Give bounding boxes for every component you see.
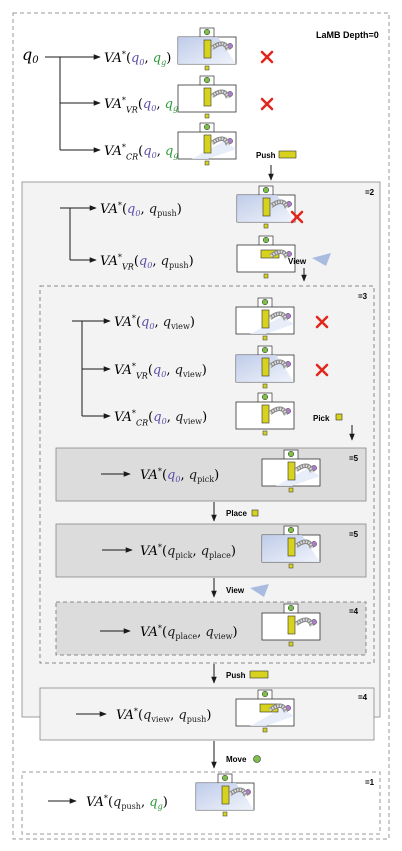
root-row-0: VA*(q0, qg) [104, 50, 171, 67]
depth-label: =4 [349, 607, 359, 616]
action-label: View [226, 586, 245, 595]
scene-thumb [261, 449, 321, 493]
formula-text: VA*(qplace, qview) [140, 624, 238, 641]
push-block-icon [249, 670, 269, 679]
step-box-goal [21, 771, 381, 835]
l3-row-1: VA*VR(q0, qview) [114, 362, 207, 380]
scene-thumb [235, 297, 295, 341]
l3-row-2: VA*CR(q0, qview) [114, 409, 207, 427]
depth-label: =2 [365, 188, 375, 197]
formula-text: VA*CR(q0, qg) [104, 143, 184, 161]
scene-thumb [235, 392, 295, 436]
step-row: VA*(q0, qpick) [140, 467, 219, 484]
cross-icon [315, 315, 329, 329]
q0-label: q0 [22, 45, 39, 66]
depth-label: =1 [365, 778, 375, 787]
scene-thumb [236, 185, 296, 229]
scene-thumb [177, 122, 237, 166]
step-row: VA*(qview, qpush) [116, 707, 211, 724]
pick-cube-icon [335, 413, 343, 421]
step-row: VA*(qplace, qview) [140, 624, 238, 641]
formula-text: VA*(qpick, qplace) [140, 543, 236, 560]
formula-text: VA*VR(q0, qg) [104, 96, 183, 114]
level3: VA*(q0, qview) VA*VR(q0, qview) VA*CR(q0… [55, 297, 367, 656]
level2: VA*(q0, qpush) VA*VR(q0, qpush) View [60, 185, 331, 282]
root-level: q0 VA*(q0, qg) VA*VR(q0, qg) VA*CR(q0, q… [22, 27, 297, 181]
formula-text: VA*CR(q0, qview) [114, 409, 207, 427]
depth-label: =3 [358, 292, 368, 301]
formula-text: VA*(q0, qpick) [140, 467, 219, 484]
root-row-2: VA*CR(q0, qg) [104, 143, 184, 161]
action-label: Pick [313, 414, 330, 423]
action-label: Push [256, 151, 276, 160]
depth-label: =4 [358, 693, 368, 702]
push-block-icon [278, 150, 297, 159]
l2-row-0: VA*(q0, qpush) [100, 201, 182, 218]
cross-icon [290, 210, 304, 224]
scene-thumb [235, 345, 295, 389]
depth-label: =5 [349, 454, 359, 463]
formula-text: VA*(q0, qview) [114, 314, 195, 331]
action-label: Push [226, 671, 246, 680]
depth0-frame [12, 12, 390, 840]
scene-thumb [235, 689, 295, 733]
action-label: Move [226, 755, 247, 764]
scene-thumb [177, 27, 237, 71]
view-wedge-icon [250, 584, 269, 597]
formula-text: VA*(qview, qpush) [116, 707, 211, 724]
scene-thumb [261, 603, 321, 647]
formula-text: VA*VR(q0, qpush) [100, 253, 194, 271]
cross-icon [315, 363, 329, 377]
cross-icon [260, 50, 274, 64]
scene-thumb [261, 525, 321, 569]
formula-text: VA*(q0, qg) [104, 50, 171, 67]
step-row: VA*(qpick, qplace) [140, 543, 236, 560]
view-wedge-icon [312, 253, 331, 266]
place-cube-icon [251, 509, 259, 517]
depth-title: LaMB Depth=0 [316, 30, 379, 40]
formula-text: VA*(qpush, qg) [86, 794, 168, 811]
move-dot-icon [253, 755, 261, 763]
scene-thumb [236, 235, 296, 279]
l2-row-1: VA*VR(q0, qpush) [100, 253, 194, 271]
l3-row-0: VA*(q0, qview) [114, 314, 195, 331]
formula-text: VA*VR(q0, qview) [114, 362, 207, 380]
scene-thumb [177, 75, 237, 119]
root-row-1: VA*VR(q0, qg) [104, 96, 183, 114]
formula-text: VA*(q0, qpush) [100, 201, 182, 218]
step-row: VA*(qpush, qg) [86, 794, 168, 811]
action-label: Place [226, 509, 247, 518]
cross-icon [260, 97, 274, 111]
scene-thumb [195, 773, 255, 817]
action-label: View [288, 257, 307, 266]
depth-label: =5 [349, 530, 359, 539]
